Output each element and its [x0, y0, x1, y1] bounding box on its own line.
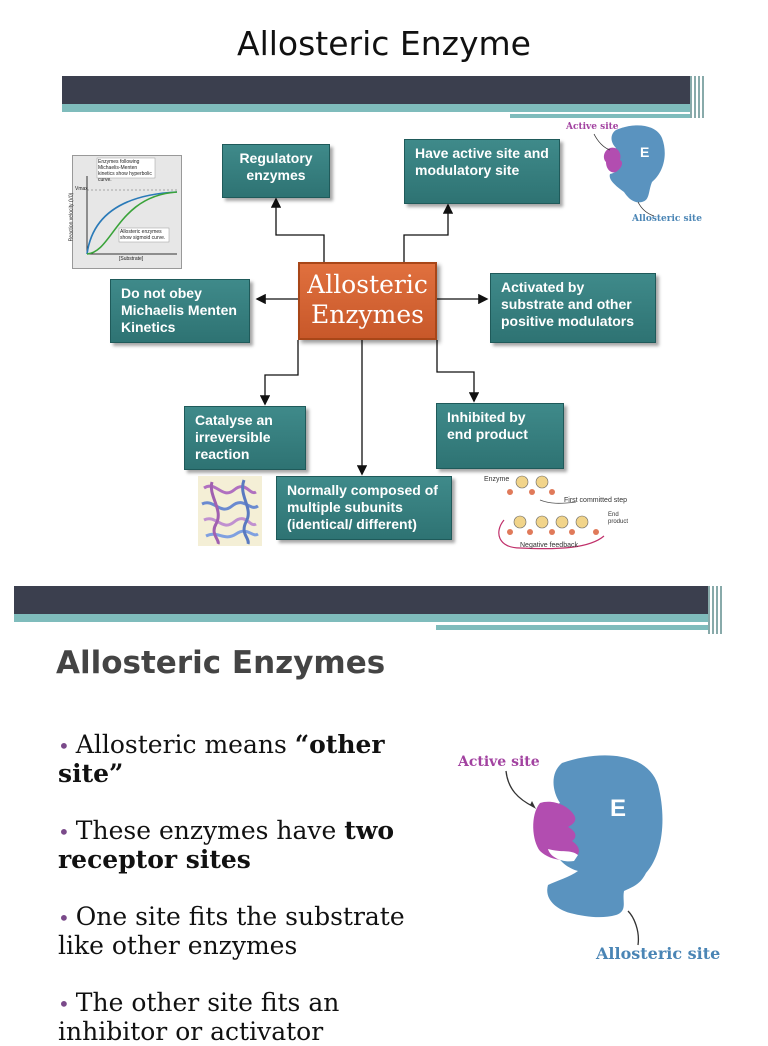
bullet-2-bold: two receptor sites [58, 816, 395, 874]
enzyme-diagram-small: Active site E Allosteric site [564, 118, 704, 228]
box-regulatory-enzymes: Regulatory enzymes [222, 144, 330, 198]
bullet-4-text: The other site fits an inhibitor or acti… [58, 988, 340, 1046]
bullet-1-bold: “other site” [58, 730, 385, 788]
kinetics-graph-thumbnail: Enzymes following Michaelis-Menten kinet… [68, 155, 182, 269]
allosteric-site-label: Allosteric site [596, 944, 721, 963]
bullet-3-text: One site fits the substrate like other e… [58, 902, 405, 960]
bullet-1: •Allosteric means “other site” [58, 731, 418, 787]
bullet-dot: • [58, 906, 70, 930]
slide1-title: Allosteric Enzyme [237, 24, 531, 63]
feedback-end-product-label: End product [608, 512, 629, 525]
small-enzyme-letter: E [640, 144, 650, 160]
center-allosteric-enzymes: Allosteric Enzymes [298, 262, 437, 340]
bullet-dot: • [58, 992, 70, 1016]
graph-xlabel: [Substrate] [119, 256, 144, 262]
small-allosteric-site-label: Allosteric site [632, 214, 702, 224]
bullet-dot: • [58, 734, 70, 758]
slide2-title: Allosteric Enzymes [56, 645, 386, 681]
kinetics-curves [86, 157, 178, 255]
bullet-2: •These enzymes have two receptor sites [58, 817, 418, 873]
box-irreversible-reaction: Catalyse an irreversible reaction [184, 406, 306, 470]
bullet-1-text: Allosteric means [75, 730, 295, 759]
protein-structure-image [198, 476, 262, 546]
box-active-and-modulatory-site: Have active site and modulatory site [404, 139, 560, 204]
concept-map-connectors [255, 197, 489, 476]
bullet-2-text: These enzymes have [75, 816, 345, 845]
active-site-label: Active site [458, 754, 540, 770]
enzyme-shape-large [505, 755, 663, 946]
box-multiple-subunits: Normally composed of multiple subunits (… [276, 476, 452, 540]
graph-ylabel: Reaction velocity (V0) [68, 192, 75, 242]
small-active-site-label: Active site [566, 122, 619, 132]
graph-vmax-label: Vmax [75, 186, 88, 192]
bullet-dot: • [58, 820, 70, 844]
box-do-not-obey-mm: Do not obey Michaelis Menten Kinetics [110, 279, 250, 343]
protein-ribbons [201, 479, 259, 545]
feedback-pathway-svg [498, 475, 605, 550]
box-activated-by-substrate: Activated by substrate and other positiv… [490, 273, 656, 343]
box-inhibited-by-end-product: Inhibited by end product [436, 403, 564, 469]
enzyme-letter: E [610, 795, 627, 822]
feedback-enzyme-label: Enzyme [484, 476, 510, 483]
bullet-4: •The other site fits an inhibitor or act… [58, 989, 418, 1045]
enzyme-diagram-large: Active site E Allosteric site [452, 745, 742, 975]
graph-note-sigmoid: Allosteric enzymes show sigmoid curve. [120, 229, 166, 241]
feedback-pathway-diagram: Enzyme First committed step End product … [480, 470, 630, 554]
feedback-negative-label: Negative feedback [520, 542, 578, 549]
enzyme-shape-small [593, 125, 665, 217]
feedback-first-step-label: First committed step [564, 497, 628, 504]
graph-note-hyperbolic: Enzymes following Michaelis-Menten kinet… [98, 159, 152, 183]
bullet-3: •One site fits the substrate like other … [58, 903, 418, 959]
